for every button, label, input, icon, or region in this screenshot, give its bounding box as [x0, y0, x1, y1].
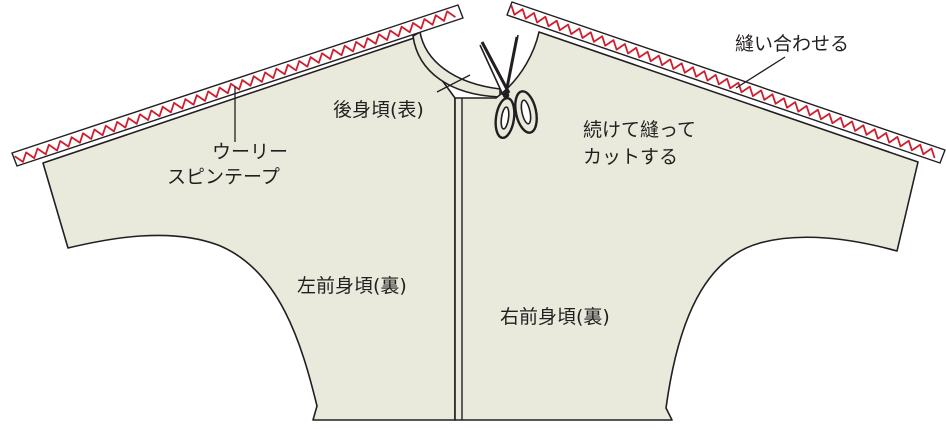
label-continue-sew-line1: 続けて縫って [583, 119, 696, 141]
scissors-icon [479, 34, 538, 140]
label-continue-sew-line2: カットする [583, 146, 678, 168]
right-shoulder-stitches [510, 4, 936, 159]
label-right-front-inner: 右前身頃(裏) [500, 306, 610, 328]
label-left-front-inner: 左前身頃(裏) [297, 275, 407, 297]
right-seam-band [506, 1, 946, 164]
scissors-pivot [502, 91, 510, 99]
label-back-body-outer: 後身頃(表) [333, 99, 424, 121]
left-shoulder-stitches [14, 10, 456, 163]
label-sew-together: 縫い合わせる [735, 33, 849, 55]
right-shoulder-overlock-seam [506, 1, 946, 164]
left-seam-band [11, 4, 464, 167]
right-front-body-piece [454, 31, 919, 421]
leader-line-back-body [436, 74, 471, 93]
label-wooly-tape-line1: ウーリー [212, 141, 288, 163]
left-shoulder-overlock-seam [11, 4, 464, 167]
scissors-blade-left [479, 44, 504, 96]
left-front-body-piece [42, 35, 456, 421]
label-wooly-tape-line2: スピンテープ [167, 166, 280, 188]
leader-line-sew-together [735, 56, 786, 89]
